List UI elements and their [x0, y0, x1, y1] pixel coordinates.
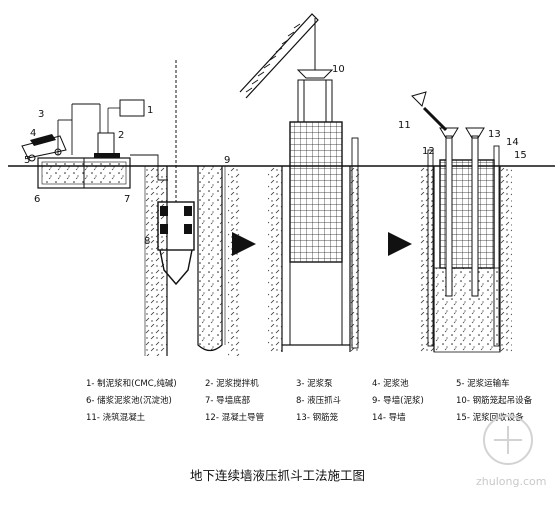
callout-11: 11: [398, 120, 411, 131]
watermark-text: zhulong.com: [476, 475, 546, 488]
slurry-plant: [21, 99, 168, 189]
callout-1: 1: [147, 105, 153, 116]
callout-9: 9: [224, 155, 230, 166]
callout-14: 14: [506, 137, 519, 148]
legend-item: 13- 钢筋笼: [296, 412, 339, 423]
legend: 1- 制泥浆和(CMC,纯碱) 2- 泥浆搅拌机 3- 泥浆泵 4- 泥浆池 5…: [86, 378, 533, 423]
callout-2: 2: [118, 130, 124, 141]
legend-item: 5- 泥浆运输车: [456, 378, 510, 389]
callout-6: 6: [34, 194, 40, 205]
callout-13: 13: [488, 129, 501, 140]
legend-item: 9- 导墙(泥浆): [372, 395, 424, 406]
legend-item: 3- 泥浆泵: [296, 378, 333, 389]
legend-item: 4- 泥浆池: [372, 378, 409, 389]
excavation-panel: [144, 60, 240, 356]
callouts: 1 2 3 4 5 6 7 8 9 10 11 12 13 14 15: [24, 64, 527, 247]
callout-8: 8: [144, 236, 150, 247]
cage-lowering-panel: [239, 13, 360, 352]
watermark: zhulong.com: [476, 415, 546, 488]
legend-item: 14- 导墙: [372, 412, 406, 423]
callout-5: 5: [24, 155, 30, 166]
callout-12: 12: [422, 146, 435, 157]
callout-10: 10: [332, 64, 345, 75]
diagram-caption: 地下连续墙液压抓斗工法施工图: [190, 468, 365, 483]
legend-item: 2- 泥浆搅拌机: [205, 378, 259, 389]
callout-15: 15: [514, 150, 527, 161]
legend-item: 7- 导墙底部: [205, 395, 251, 406]
legend-item: 10- 钢筋笼起吊设备: [456, 395, 533, 406]
legend-item: 8- 液压抓斗: [296, 395, 342, 406]
callout-3: 3: [38, 109, 44, 120]
legend-item: 12- 混凝土导管: [205, 412, 264, 423]
legend-item: 6- 储浆泥浆池(沉淀池): [86, 395, 172, 406]
legend-item: 1- 制泥浆和(CMC,纯碱): [86, 378, 177, 389]
concreting-panel: [411, 91, 512, 353]
crane-boom: [239, 13, 334, 99]
callout-4: 4: [30, 128, 36, 139]
callout-7: 7: [124, 194, 130, 205]
legend-item: 11- 浇筑混凝土: [86, 412, 146, 423]
legend-item: 15- 泥浆回收设备: [456, 412, 524, 423]
